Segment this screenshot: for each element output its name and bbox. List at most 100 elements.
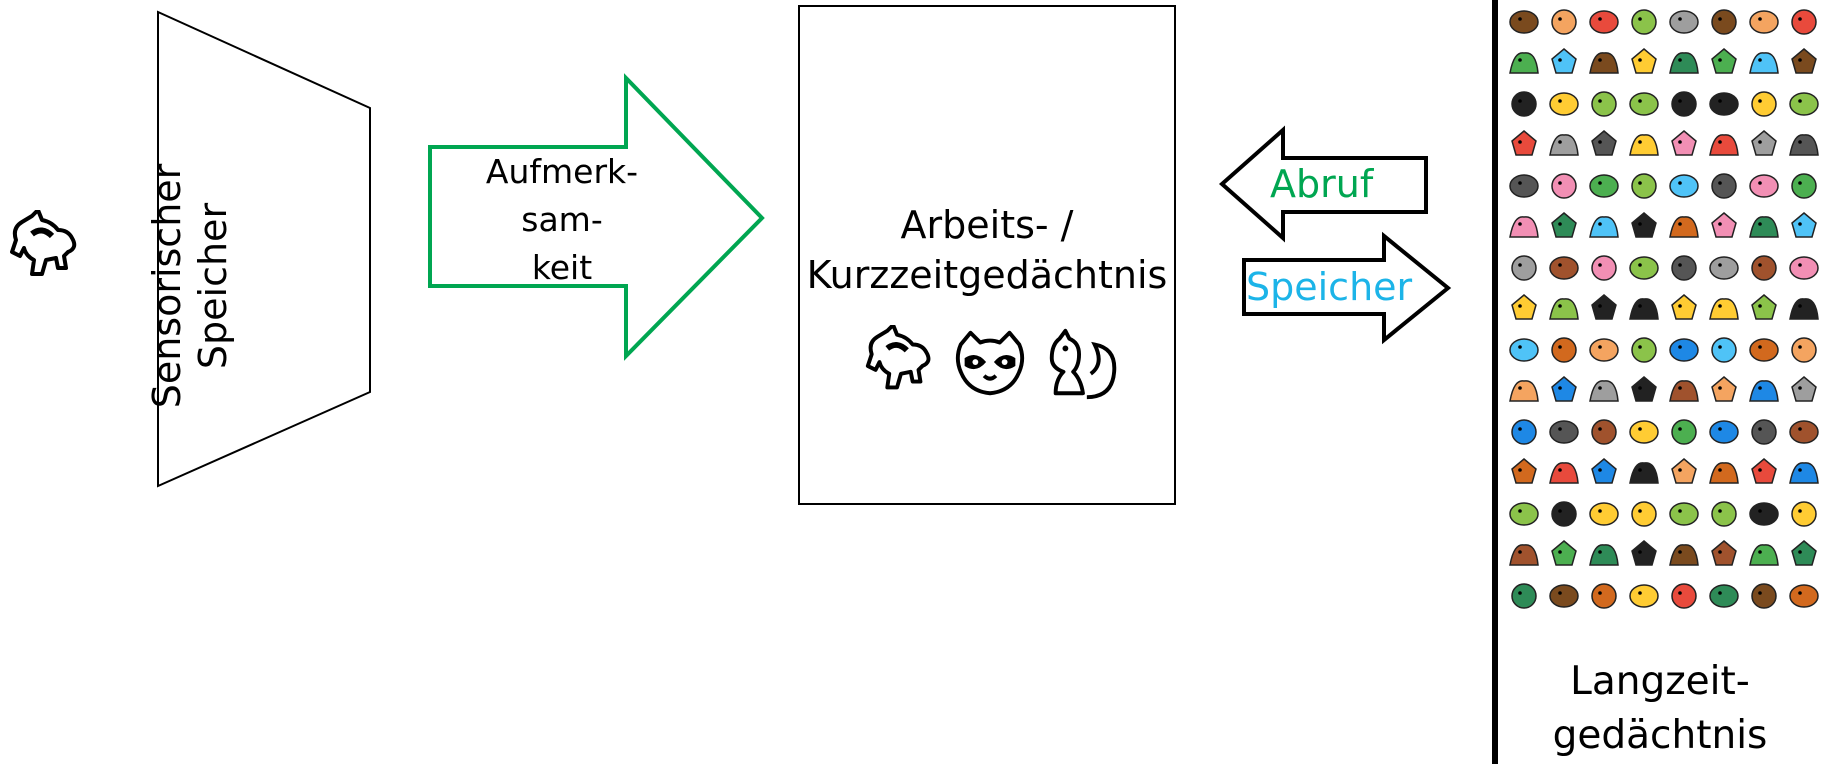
animal-plant-icon <box>1551 9 1577 35</box>
animal-plant-icon <box>1629 256 1659 280</box>
raccoon-icon <box>955 330 1025 396</box>
animal-plant-icon <box>1629 584 1659 608</box>
working-memory-icons <box>860 325 1120 405</box>
animal-plant-icon <box>1629 92 1659 116</box>
long-term-memory-divider <box>1492 0 1498 764</box>
animal-plant-icon <box>1749 502 1779 526</box>
animal-plant-icon <box>1551 173 1577 199</box>
animal-plant-icon <box>1589 10 1619 34</box>
animal-plant-icon <box>1709 92 1739 116</box>
attention-arrow-shape <box>428 73 765 361</box>
attention-label: Aufmerk- sam- keit <box>452 148 672 292</box>
animal-plant-icon <box>1671 130 1697 156</box>
animal-plant-icon <box>1509 216 1539 238</box>
animal-plant-icon <box>1511 583 1537 609</box>
animal-plant-icon <box>1791 540 1817 566</box>
animal-plant-icon <box>1591 294 1617 320</box>
animal-plant-icon <box>1669 380 1699 402</box>
animal-plant-icon <box>1709 256 1739 280</box>
animal-plant-icon <box>1631 48 1657 74</box>
animal-plant-icon <box>1509 502 1539 526</box>
animal-plant-icon <box>1669 338 1699 362</box>
animal-plant-icon <box>1509 10 1539 34</box>
animal-plant-icon <box>1671 419 1697 445</box>
working-memory-label: Arbeits- / Kurzzeitgedächtnis <box>798 200 1176 300</box>
animal-plant-icon <box>1591 130 1617 156</box>
animal-plant-icon <box>1509 52 1539 74</box>
animal-plant-icon <box>1671 583 1697 609</box>
animal-plant-icon <box>1631 501 1657 527</box>
animal-plant-icon <box>1551 212 1577 238</box>
animal-plant-icon <box>1711 48 1737 74</box>
storage-arrow-shape <box>1242 231 1452 345</box>
animal-plant-icon <box>1631 337 1657 363</box>
animal-plant-icon <box>1511 458 1537 484</box>
sensory-label-line1: Sensorischer <box>145 163 189 409</box>
animal-plant-icon <box>1549 584 1579 608</box>
animal-plant-icon <box>1629 462 1659 484</box>
animal-plant-icon <box>1789 584 1819 608</box>
animal-plant-icon <box>1589 544 1619 566</box>
animal-plant-icon <box>1591 458 1617 484</box>
animal-plant-icon <box>1791 501 1817 527</box>
animal-plant-icon <box>1549 298 1579 320</box>
animal-plant-icon <box>1671 255 1697 281</box>
animal-plant-icon <box>1511 419 1537 445</box>
attention-label-line1: Aufmerk- <box>485 152 639 191</box>
animal-plant-icon <box>1551 501 1577 527</box>
long-term-memory-icon-grid <box>1509 9 1819 609</box>
storage-label: Speicher <box>1246 265 1413 309</box>
animal-plant-icon <box>1549 134 1579 156</box>
animal-plant-icon <box>1751 255 1777 281</box>
animal-plant-icon <box>1711 337 1737 363</box>
working-memory-box <box>798 5 1176 505</box>
animal-plant-icon <box>1509 174 1539 198</box>
animal-plant-icon <box>1669 174 1699 198</box>
animal-plant-icon <box>1631 9 1657 35</box>
animal-plant-icon <box>1631 376 1657 402</box>
animal-plant-icon <box>1789 298 1819 320</box>
attention-label-line2: sam- <box>521 200 603 239</box>
sensory-store-label: Sensorischer Speicher <box>144 136 236 436</box>
animal-plant-icon <box>1749 216 1779 238</box>
animal-plant-icon <box>1789 462 1819 484</box>
animal-plant-icon <box>1509 380 1539 402</box>
animal-plant-icon <box>1709 584 1739 608</box>
animal-plant-icon <box>1631 212 1657 238</box>
animal-plant-icon <box>1669 502 1699 526</box>
animal-plant-icon <box>1791 337 1817 363</box>
animal-plant-icon <box>1789 256 1819 280</box>
animal-plant-icon <box>1589 338 1619 362</box>
animal-plant-icon <box>1711 540 1737 566</box>
working-memory-line2: Kurzzeitgedächtnis <box>806 253 1168 297</box>
animal-plant-icon <box>1591 91 1617 117</box>
squirrel-icon <box>1049 328 1117 400</box>
animal-plant-icon <box>1511 130 1537 156</box>
stimulus-horse-icon <box>10 210 77 276</box>
animal-plant-icon <box>1791 48 1817 74</box>
animal-plant-icon <box>1629 420 1659 444</box>
attention-label-line3: keit <box>531 248 593 287</box>
animal-plant-icon <box>1791 376 1817 402</box>
animal-plant-icon <box>1749 338 1779 362</box>
animal-plant-icon <box>1511 255 1537 281</box>
animal-plant-icon <box>1511 91 1537 117</box>
animal-plant-icon <box>1709 420 1739 444</box>
animal-plant-icon <box>1629 298 1659 320</box>
animal-plant-icon <box>1751 91 1777 117</box>
animal-plant-icon <box>1789 134 1819 156</box>
animal-plant-icon <box>1591 255 1617 281</box>
animal-plant-icon <box>1589 216 1619 238</box>
animal-plant-icon <box>1711 376 1737 402</box>
animal-plant-icon <box>1711 173 1737 199</box>
animal-plant-icon <box>1551 540 1577 566</box>
animal-plant-icon <box>1631 540 1657 566</box>
animal-plant-icon <box>1589 380 1619 402</box>
animal-plant-icon <box>1749 380 1779 402</box>
retrieval-arrow-shape <box>1218 125 1428 243</box>
animal-plant-icon <box>1749 52 1779 74</box>
ltm-label-line2: gedächtnis <box>1552 713 1768 758</box>
animal-plant-icon <box>1551 376 1577 402</box>
working-memory-line1: Arbeits- / <box>900 203 1074 247</box>
